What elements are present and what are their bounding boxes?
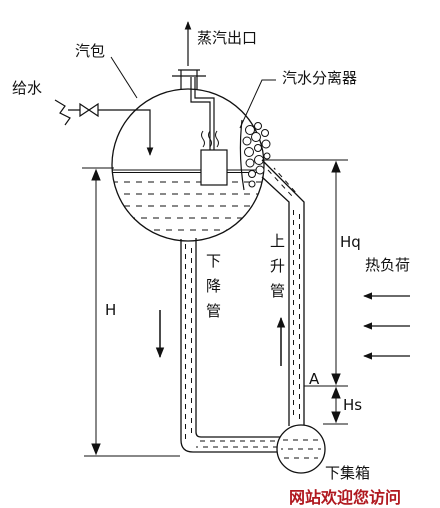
downcomer-pipe [180, 238, 281, 453]
lower-header-water [281, 439, 321, 459]
height-h-label: H [105, 301, 116, 319]
watermark-text: 网站欢迎您访问 [289, 488, 401, 507]
leader-lines [110, 56, 276, 129]
separator-bubbles [242, 122, 271, 188]
riser-label-1: 上 [270, 232, 285, 250]
drum-water [112, 169, 264, 231]
downcomer-label-2: 降 [206, 277, 221, 295]
downcomer-label-1: 下 [206, 252, 221, 270]
riser-water [267, 167, 300, 420]
steam-wisps [201, 130, 219, 148]
separator-label: 汽水分离器 [282, 69, 357, 87]
separator-baffle [239, 119, 245, 191]
heat-load-label: 热负荷 [365, 256, 410, 274]
steam-outlet-pipe [172, 21, 206, 90]
dimension-lines [82, 159, 348, 457]
cyclone-box [200, 149, 228, 186]
heat-load-arrows [363, 292, 410, 360]
internal-steam-pipe [190, 77, 211, 150]
downcomer-label-3: 管 [206, 302, 221, 320]
feedwater-label: 给水 [12, 79, 42, 97]
height-hq-label: Hq [340, 233, 361, 251]
downcomer-water [185, 244, 278, 448]
feedwater-pipe [54, 99, 154, 156]
riser-pipe [261, 159, 305, 426]
steam-outlet-label: 蒸汽出口 [197, 29, 257, 47]
point-a-label: A [309, 370, 320, 388]
height-hs-label: Hs [343, 396, 362, 414]
riser-label-3: 管 [270, 282, 285, 300]
lower-header-label: 下集箱 [325, 464, 370, 482]
drum-label: 汽包 [75, 42, 105, 60]
riser-label-2: 升 [270, 257, 285, 275]
